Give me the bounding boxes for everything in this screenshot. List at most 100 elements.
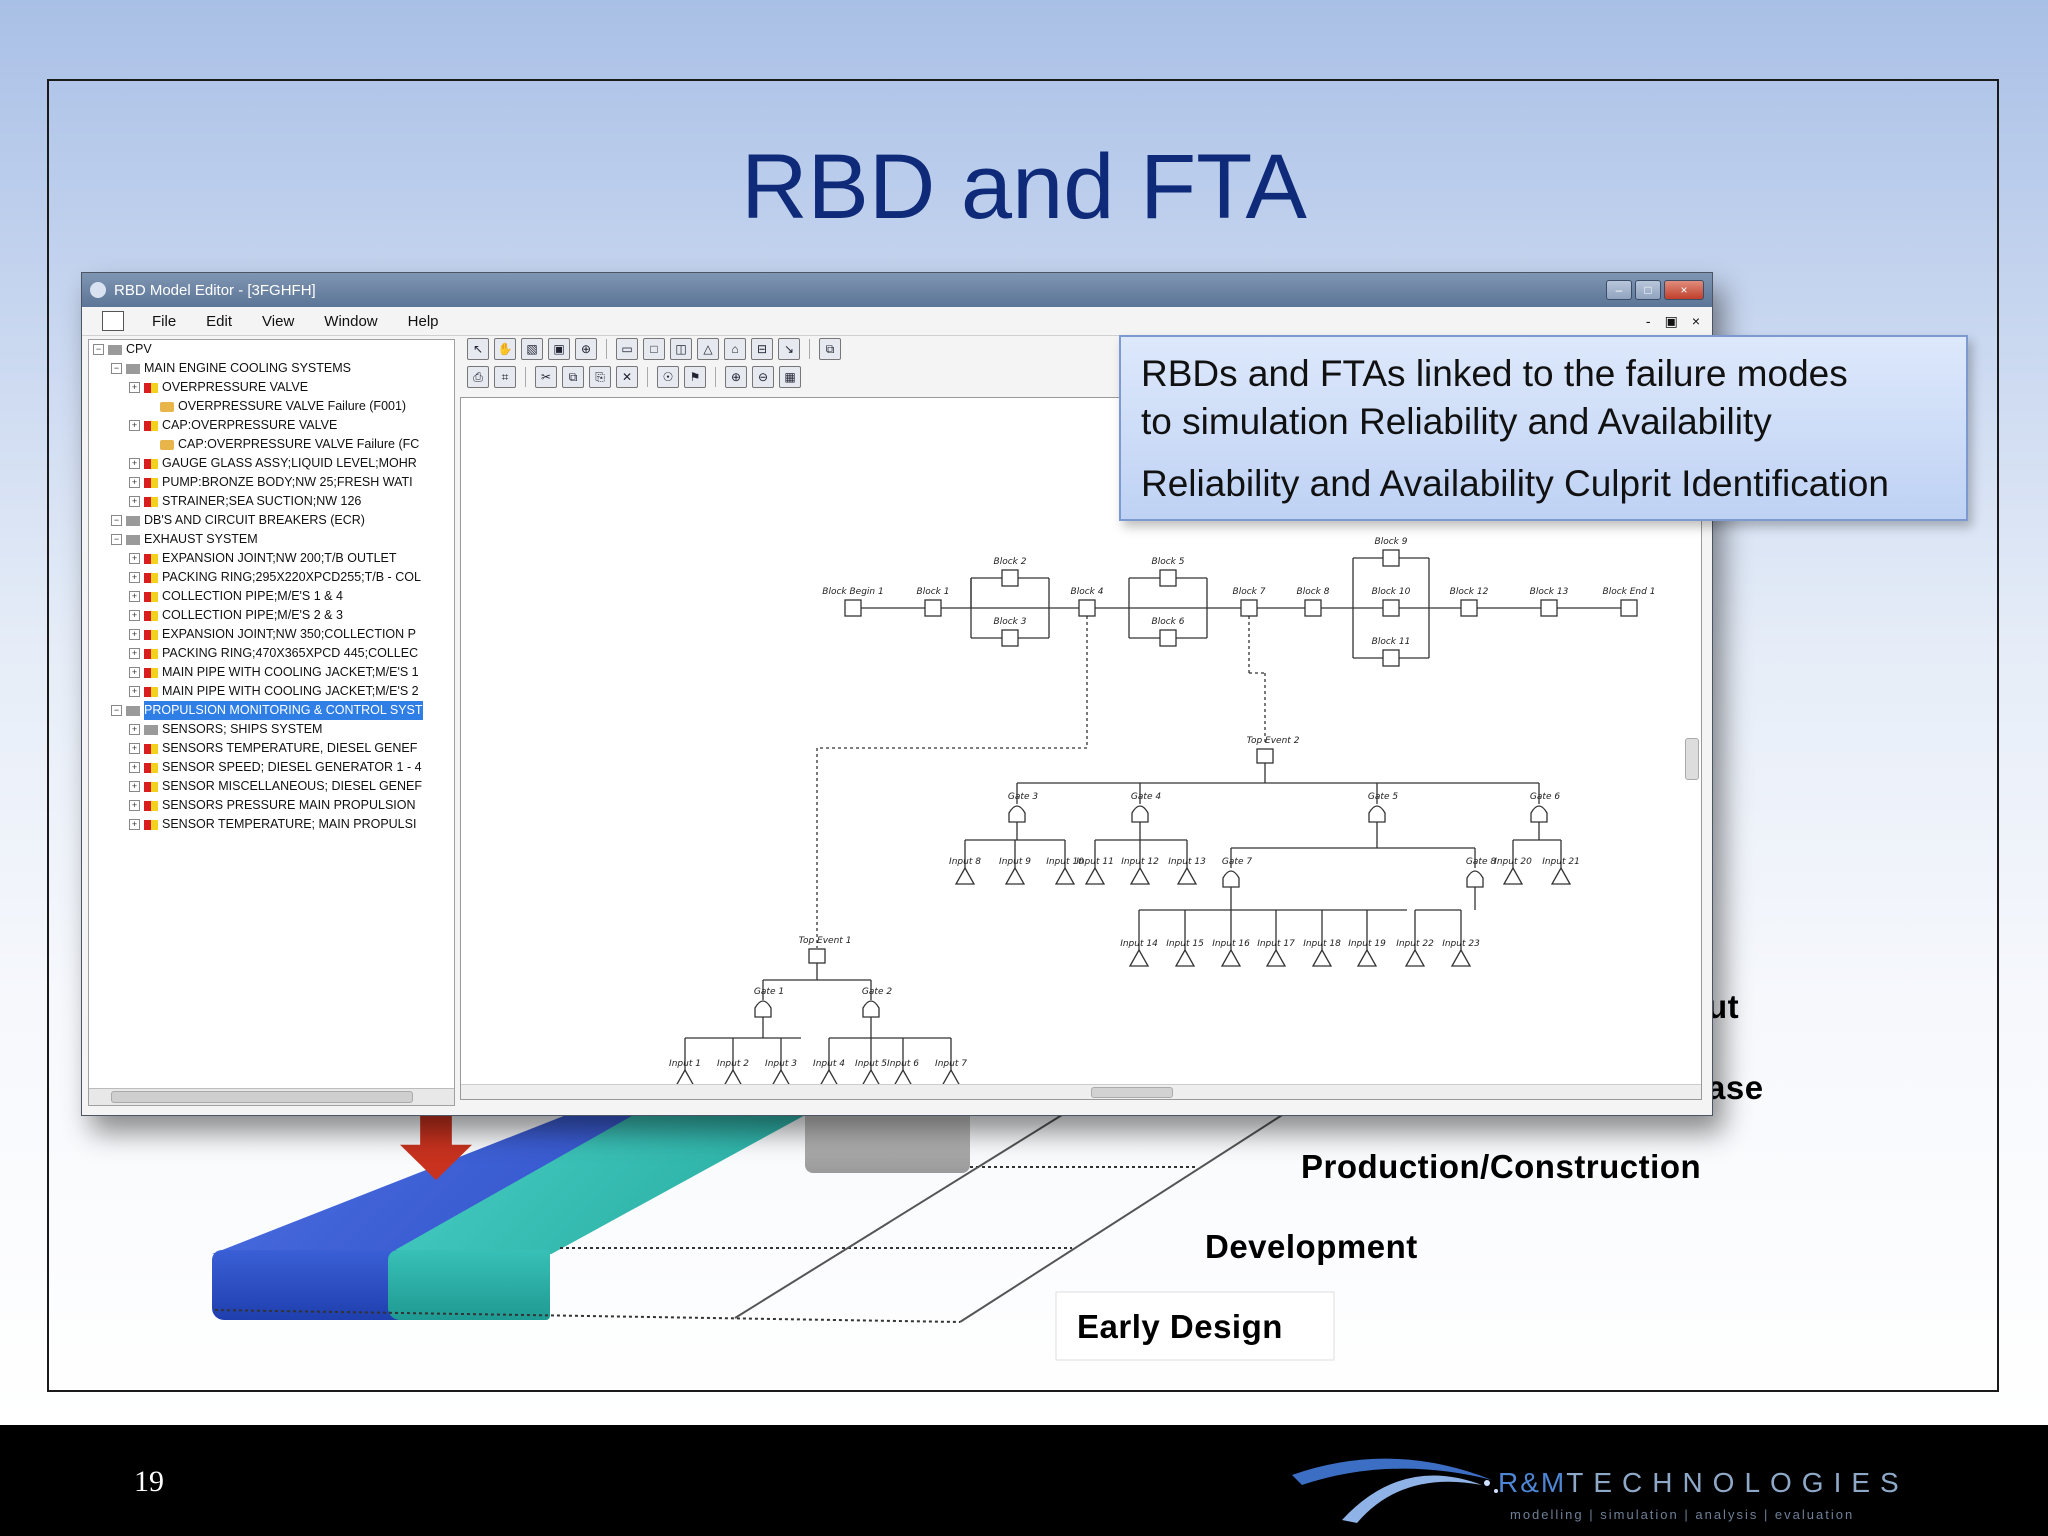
rbd-block[interactable] (1460, 599, 1478, 617)
tree-item[interactable]: +COLLECTION PIPE;M/E'S 2 & 3 (89, 606, 454, 625)
fta-input[interactable] (818, 1068, 840, 1087)
toolbar-tool-icon[interactable]: ▭ (616, 338, 638, 360)
fta-input[interactable] (1174, 948, 1196, 967)
menu-view[interactable]: View (262, 312, 295, 330)
menu-edit[interactable]: Edit (206, 312, 233, 330)
toolbar-tool-icon[interactable]: ▦ (779, 366, 801, 388)
window-titlebar[interactable]: RBD Model Editor - [3FGHFH] – □ × (82, 273, 1712, 307)
expand-toggle-icon[interactable]: + (129, 819, 140, 830)
menu-window[interactable]: Window (324, 312, 378, 330)
fta-gate[interactable] (862, 1000, 880, 1018)
tree-item[interactable]: +MAIN PIPE WITH COOLING JACKET;M/E'S 1 (89, 663, 454, 682)
fta-input[interactable] (860, 1068, 882, 1087)
expand-toggle-icon[interactable]: + (129, 610, 140, 621)
canvas-vertical-scroll-thumb[interactable] (1685, 738, 1699, 780)
fta-gate[interactable] (1222, 870, 1240, 888)
toolbar-tool-icon[interactable]: ⊕ (575, 338, 597, 360)
tree-item[interactable]: +MAIN PIPE WITH COOLING JACKET;M/E'S 2 (89, 682, 454, 701)
fta-input[interactable] (1550, 866, 1572, 885)
fta-input[interactable] (1356, 948, 1378, 967)
fta-input[interactable] (1502, 866, 1524, 885)
rbd-block[interactable] (1159, 629, 1177, 647)
expand-toggle-icon[interactable]: − (111, 534, 122, 545)
minimize-button[interactable]: – (1606, 280, 1632, 300)
tree-item[interactable]: +CAP:OVERPRESSURE VALVE (89, 416, 454, 435)
toolbar-tool-icon[interactable]: ⧉ (562, 366, 584, 388)
expand-toggle-icon[interactable]: − (111, 515, 122, 526)
fta-gate[interactable] (1368, 805, 1386, 823)
tree-item[interactable]: −EXHAUST SYSTEM (89, 530, 454, 549)
toolbar-tool-icon[interactable]: ✂ (535, 366, 557, 388)
rbd-block[interactable] (1159, 569, 1177, 587)
toolbar-tool-icon[interactable]: ⊖ (752, 366, 774, 388)
expand-toggle-icon[interactable]: + (129, 420, 140, 431)
toolbar-tool-icon[interactable]: ⚑ (684, 366, 706, 388)
tree-item[interactable]: +PUMP:BRONZE BODY;NW 25;FRESH WATI (89, 473, 454, 492)
expand-toggle-icon[interactable]: + (129, 496, 140, 507)
expand-toggle-icon[interactable]: + (129, 800, 140, 811)
rbd-block[interactable] (1382, 599, 1400, 617)
rbd-block[interactable] (1382, 649, 1400, 667)
toolbar-tool-icon[interactable]: △ (697, 338, 719, 360)
menu-file[interactable]: File (152, 312, 177, 330)
tree-item[interactable]: +GAUGE GLASS ASSY;LIQUID LEVEL;MOHR (89, 454, 454, 473)
tree-item[interactable]: −MAIN ENGINE COOLING SYSTEMS (89, 359, 454, 378)
tree-item[interactable]: +PACKING RING;470X365XPCD 445;COLLEC (89, 644, 454, 663)
fta-input[interactable] (1265, 948, 1287, 967)
tree-item[interactable]: +COLLECTION PIPE;M/E'S 1 & 4 (89, 587, 454, 606)
rbd-block[interactable] (1240, 599, 1258, 617)
rbd-block[interactable] (1304, 599, 1322, 617)
expand-toggle-icon[interactable]: + (129, 743, 140, 754)
fta-input[interactable] (1128, 948, 1150, 967)
expand-toggle-icon[interactable]: + (129, 629, 140, 640)
expand-toggle-icon[interactable]: + (129, 458, 140, 469)
expand-toggle-icon[interactable]: + (129, 572, 140, 583)
tree-item[interactable]: +SENSORS; SHIPS SYSTEM (89, 720, 454, 739)
toolbar-tool-icon[interactable]: ⊕ (725, 366, 747, 388)
rbd-block[interactable] (1540, 599, 1558, 617)
scroll-thumb[interactable] (111, 1091, 413, 1103)
expand-toggle-icon[interactable]: + (129, 762, 140, 773)
fta-input[interactable] (940, 1068, 962, 1087)
toolbar-tool-icon[interactable]: ⌂ (724, 338, 746, 360)
toolbar-tool-icon[interactable]: ✕ (616, 366, 638, 388)
expand-toggle-icon[interactable] (147, 440, 156, 449)
fta-input[interactable] (1404, 948, 1426, 967)
tree-item[interactable]: +SENSOR MISCELLANEOUS; DIESEL GENEF (89, 777, 454, 796)
document-icon[interactable] (102, 311, 124, 331)
tree-item[interactable]: OVERPRESSURE VALVE Failure (F001) (89, 397, 454, 416)
toolbar-tool-icon[interactable]: ☉ (657, 366, 679, 388)
fta-input[interactable] (1220, 948, 1242, 967)
fta-input[interactable] (1054, 866, 1076, 885)
tree-item[interactable]: +STRAINER;SEA SUCTION;NW 126 (89, 492, 454, 511)
expand-toggle-icon[interactable]: + (129, 591, 140, 602)
mdi-restore-button[interactable]: ▣ (1664, 312, 1678, 329)
expand-toggle-icon[interactable]: + (129, 724, 140, 735)
fta-gate[interactable] (1131, 805, 1149, 823)
expand-toggle-icon[interactable]: + (129, 648, 140, 659)
tree-item[interactable]: −CPV (89, 340, 454, 359)
expand-toggle-icon[interactable]: − (93, 344, 104, 355)
canvas-horizontal-scrollbar[interactable] (461, 1084, 1701, 1099)
toolbar-tool-icon[interactable]: ⊟ (751, 338, 773, 360)
expand-toggle-icon[interactable]: − (111, 705, 122, 716)
toolbar-tool-icon[interactable]: ▣ (548, 338, 570, 360)
fta-input[interactable] (674, 1068, 696, 1087)
fta-top-event[interactable] (808, 948, 826, 964)
rbd-block[interactable] (844, 599, 862, 617)
fta-gate[interactable] (754, 1000, 772, 1018)
tree-item[interactable]: +SENSORS PRESSURE MAIN PROPULSION (89, 796, 454, 815)
maximize-button[interactable]: □ (1635, 280, 1661, 300)
rbd-block[interactable] (1078, 599, 1096, 617)
scroll-thumb[interactable] (1091, 1087, 1173, 1098)
fta-input[interactable] (770, 1068, 792, 1087)
tree-item[interactable]: +SENSOR SPEED; DIESEL GENERATOR 1 - 4 (89, 758, 454, 777)
tree-item[interactable]: +EXPANSION JOINT;NW 350;COLLECTION P (89, 625, 454, 644)
expand-toggle-icon[interactable]: + (129, 553, 140, 564)
fta-gate[interactable] (1530, 805, 1548, 823)
fta-input[interactable] (1450, 948, 1472, 967)
fta-input[interactable] (1311, 948, 1333, 967)
fta-gate[interactable] (1008, 805, 1026, 823)
expand-toggle-icon[interactable] (147, 402, 156, 411)
rbd-block[interactable] (1001, 629, 1019, 647)
